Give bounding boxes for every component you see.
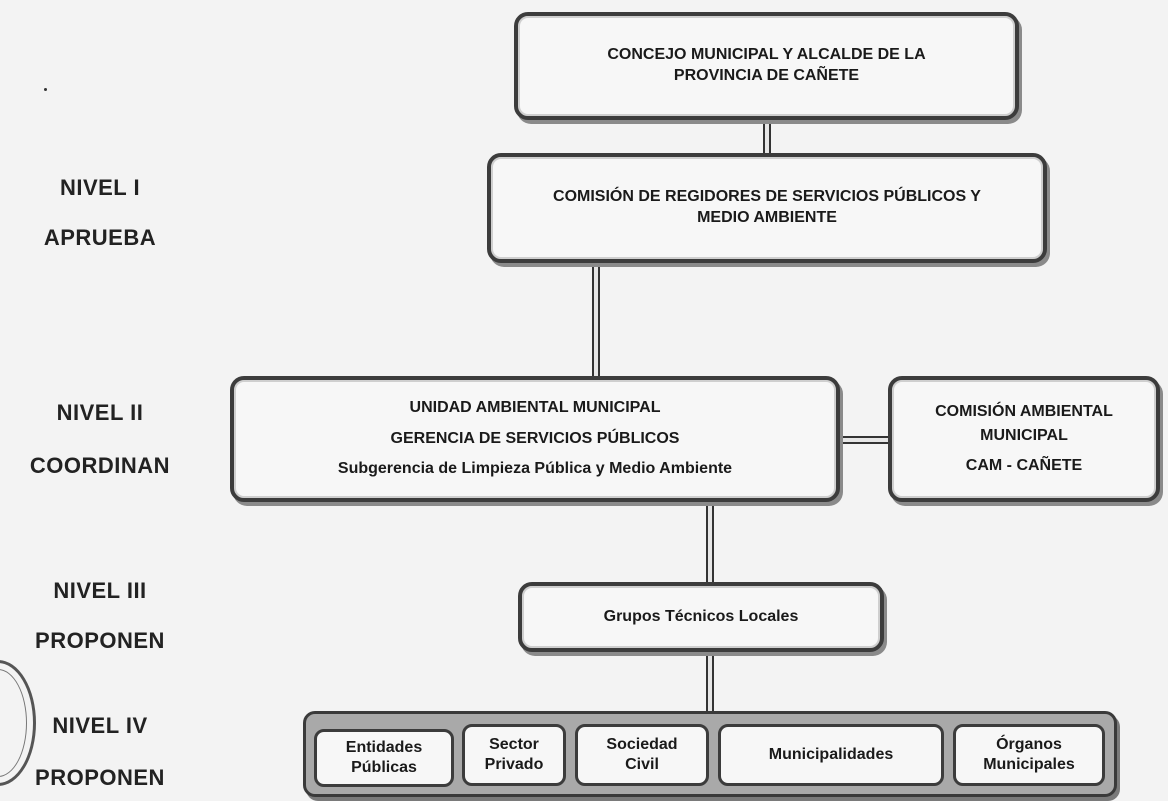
comision-regidores-box: COMISIÓN DE REGIDORES DE SERVICIOS PÚBLI…	[487, 153, 1047, 263]
speck	[44, 88, 47, 91]
nivel4-group-box: Entidades Públicas Sector Privado Socied…	[303, 711, 1117, 797]
sector-line-2: Privado	[484, 756, 544, 773]
connector-grupos-nivel4	[706, 650, 714, 712]
concejo-line-1: CONCEJO MUNICIPAL Y ALCALDE DE LA	[607, 46, 926, 64]
connector-unidad-cam	[837, 436, 891, 444]
cam-line-1: COMISIÓN AMBIENTAL	[935, 403, 1113, 420]
municipalidades-line-1: Municipalidades	[768, 746, 894, 763]
cam-line-3: CAM - CAÑETE	[965, 457, 1083, 474]
sector-privado-box: Sector Privado	[462, 724, 566, 786]
municipalidades-box: Municipalidades	[718, 724, 944, 786]
sociedad-line-2: Civil	[625, 756, 659, 773]
entidades-line-1: Entidades	[345, 739, 423, 756]
organos-line-1: Órganos	[996, 736, 1062, 753]
level-1-name: NIVEL I	[59, 175, 141, 200]
unidad-line-2: GERENCIA DE SERVICIOS PÚBLICOS	[390, 429, 680, 447]
entidades-publicas-box: Entidades Públicas	[314, 729, 454, 787]
cam-box: COMISIÓN AMBIENTAL MUNICIPAL CAM - CAÑET…	[888, 376, 1160, 502]
connector-concejo-comision	[763, 120, 771, 154]
level-2-action: COORDINAN	[29, 453, 171, 478]
concejo-box: CONCEJO MUNICIPAL Y ALCALDE DE LA PROVIN…	[514, 12, 1019, 120]
unidad-ambiental-box: UNIDAD AMBIENTAL MUNICIPAL GERENCIA DE S…	[230, 376, 840, 502]
cam-line-2: MUNICIPAL	[980, 427, 1068, 444]
level-1-action: APRUEBA	[43, 225, 157, 250]
level-3-action: PROPONEN	[35, 628, 165, 653]
sector-line-1: Sector	[489, 736, 539, 753]
grupos-label: Grupos Técnicos Locales	[603, 607, 799, 625]
unidad-line-3: Subgerencia de Limpieza Pública y Medio …	[337, 460, 733, 478]
sociedad-line-1: Sociedad	[606, 736, 678, 753]
comision-regidores-line-1: COMISIÓN DE REGIDORES DE SERVICIOS PÚBLI…	[553, 188, 981, 206]
concejo-line-2: PROVINCIA DE CAÑETE	[673, 67, 860, 84]
entidades-line-2: Públicas	[351, 759, 417, 776]
comision-regidores-line-2: MEDIO AMBIENTE	[697, 209, 837, 226]
level-2-name: NIVEL II	[56, 400, 144, 425]
unidad-line-1: UNIDAD AMBIENTAL MUNICIPAL	[409, 399, 661, 417]
organos-line-2: Municipales	[983, 756, 1075, 773]
connector-unidad-grupos	[706, 500, 714, 584]
sociedad-civil-box: Sociedad Civil	[575, 724, 709, 786]
organos-municipales-box: Órganos Municipales	[953, 724, 1105, 786]
connector-comision-unidad	[592, 262, 600, 378]
grupos-tecnicos-box: Grupos Técnicos Locales	[518, 582, 884, 652]
level-4-action: PROPONEN	[35, 765, 165, 790]
level-4-name: NIVEL IV	[52, 713, 148, 738]
level-3-name: NIVEL III	[53, 578, 147, 603]
